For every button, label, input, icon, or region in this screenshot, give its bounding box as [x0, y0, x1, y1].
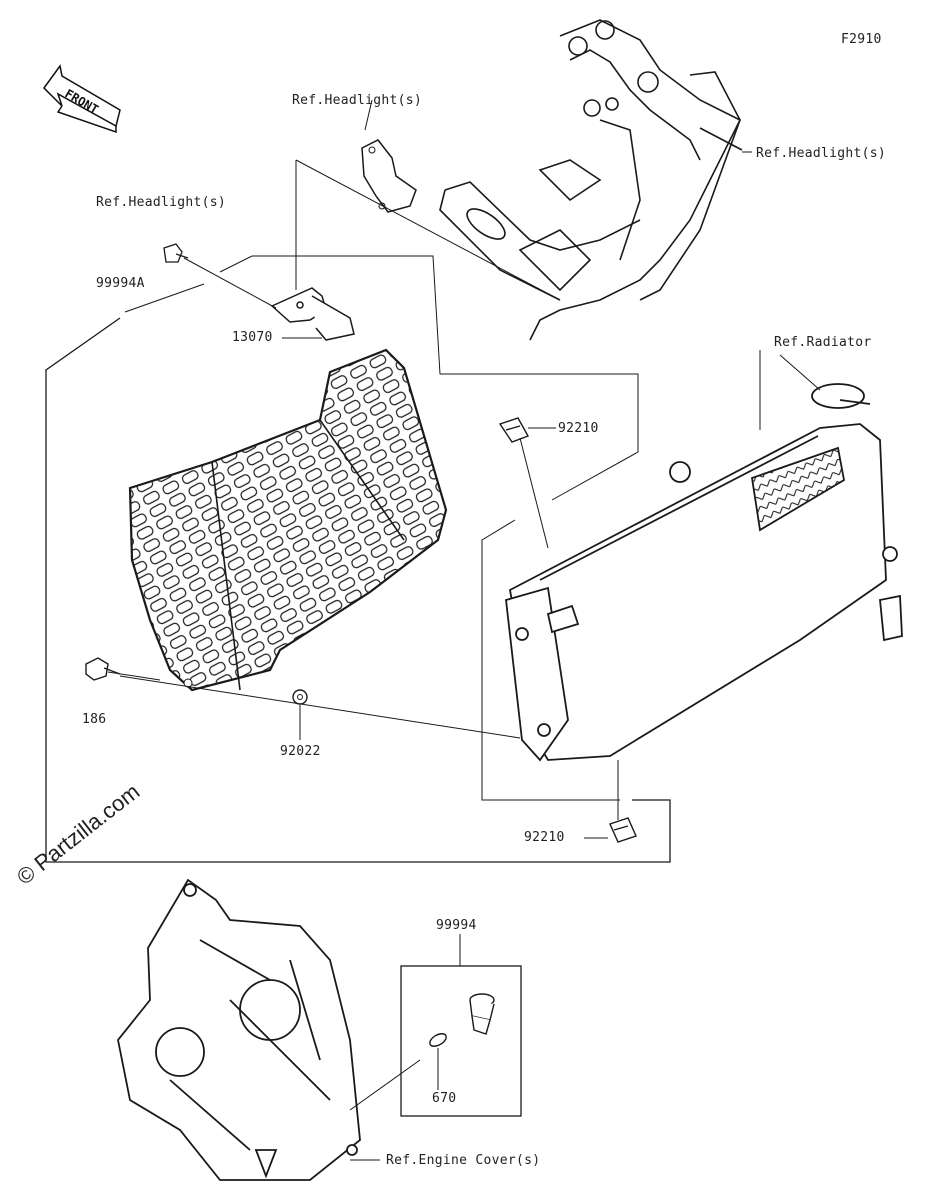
cap-kit-box	[400, 965, 522, 1117]
leader-lines	[107, 99, 821, 1161]
ref-radiator: Ref.Radiator	[774, 335, 872, 350]
oring-670	[429, 1033, 447, 1047]
ref-headlight-left: Ref.Headlight(s)	[96, 195, 227, 210]
headlight-bracket-frame	[439, 19, 743, 341]
part-13070: 13070	[232, 330, 273, 345]
part-99994: 99994	[436, 918, 477, 933]
part-92022: 92022	[280, 744, 321, 759]
front-arrow-icon: FRONT	[43, 64, 121, 134]
kit-outline	[45, 317, 671, 863]
headlight-bolt	[163, 243, 189, 263]
part-99994a: 99994A	[96, 276, 145, 291]
nut-92210-lower	[609, 817, 637, 843]
part-92210-lower: 92210	[524, 830, 565, 845]
ref-headlight-right: Ref.Headlight(s)	[756, 146, 887, 161]
radiator	[505, 383, 903, 762]
engine-cover	[117, 878, 361, 1181]
ref-headlight-top: Ref.Headlight(s)	[292, 93, 423, 108]
bolt-186	[85, 657, 121, 681]
part-92210-upper: 92210	[558, 421, 599, 436]
radiator-guard	[128, 348, 448, 692]
nut-92210-upper	[498, 417, 530, 443]
bracket-13070	[270, 287, 355, 341]
ref-engine-cover: Ref.Engine Cover(s)	[386, 1153, 541, 1168]
filler-cap	[469, 993, 495, 1035]
headlight-tab	[361, 139, 417, 213]
part-670: 670	[432, 1091, 457, 1106]
washer-92022	[292, 689, 308, 705]
part-186: 186	[82, 712, 107, 727]
figure-code: F2910	[841, 32, 882, 47]
